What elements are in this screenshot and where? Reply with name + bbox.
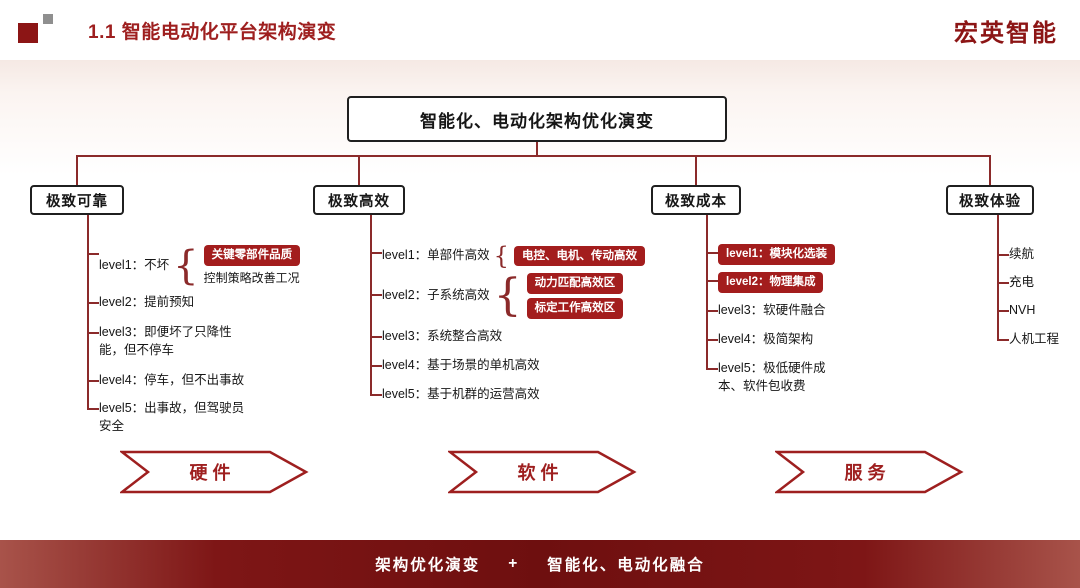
- tree-spine: [997, 215, 999, 340]
- level-item: level5：出事故，但驾驶员安全: [87, 400, 251, 435]
- level-item: level1：模块化选装: [706, 244, 835, 265]
- level-badge: 电控、电机、传动高效: [513, 245, 645, 267]
- level-text: 充电: [1009, 275, 1035, 289]
- banner-arrow-shape: [448, 450, 637, 494]
- banner-arrow-shape: [120, 450, 309, 494]
- brand-logo: 宏英智能: [954, 19, 1058, 47]
- logo-square-gray: [43, 14, 53, 24]
- page-title: 1.1 智能电动化平台架构演变: [88, 21, 337, 43]
- level-item: level2：提前预知: [86, 294, 195, 312]
- level-text: level4：极简架构: [718, 332, 814, 346]
- level-badge: level2：物理集成: [718, 272, 824, 293]
- tree-spine: [706, 215, 708, 369]
- level-badge: 关键零部件品质: [203, 245, 301, 267]
- banner-software: 软件: [448, 450, 638, 494]
- sub-stack: 动力匹配高效区 标定工作高效区: [526, 273, 624, 319]
- level-text: level3：系统整合高效: [382, 329, 503, 343]
- connector-drop-4: [989, 155, 991, 185]
- level-item: 充电: [996, 274, 1035, 292]
- level-text: level2：子系统高效: [382, 288, 490, 303]
- level-item: level5：极低硬件成本、软件包收费: [706, 360, 836, 395]
- level-item: level4：基于场景的单机高效: [370, 357, 540, 375]
- level-text: level2：提前预知: [99, 295, 195, 309]
- level-text: level3：即便坏了只降性能，但不停车: [99, 325, 232, 357]
- level-item: level2：子系统高效 动力匹配高效区 标定工作高效区: [369, 273, 624, 319]
- connector-drop-1: [76, 155, 78, 185]
- sub-text: 控制策略改善工况: [203, 271, 300, 286]
- brace: [494, 244, 509, 268]
- level-item: level3：系统整合高效: [369, 328, 503, 346]
- category-box-experience: 极致体验: [946, 185, 1034, 215]
- category-box-reliability: 极致可靠: [30, 185, 124, 215]
- level-item: level1：不坏 关键零部件品质 控制策略改善工况: [86, 245, 301, 287]
- level-badge: level1：模块化选装: [718, 244, 835, 265]
- logo-square-red: [18, 23, 38, 43]
- banner-label: 服务: [844, 463, 891, 483]
- level-text: level5：基于机群的运营高效: [382, 387, 540, 401]
- banner-service: 服务: [775, 450, 965, 494]
- connector-drop-3: [695, 155, 697, 185]
- level-item: level5：基于机群的运营高效: [370, 386, 540, 404]
- footer-right-text: 智能化、电动化融合: [547, 557, 705, 574]
- level-badge: 标定工作高效区: [526, 298, 624, 319]
- banner-label: 硬件: [189, 463, 236, 483]
- level-text: level5：出事故，但驾驶员安全: [99, 401, 245, 433]
- connector-drop-2: [358, 155, 360, 185]
- tree-spine: [87, 215, 89, 410]
- level-item: level2：物理集成: [705, 272, 824, 293]
- brace: [173, 245, 198, 287]
- level-item: 续航: [996, 246, 1035, 264]
- level-item: level3：软硬件融合: [706, 302, 826, 320]
- level-text: level5：极低硬件成本、软件包收费: [718, 361, 826, 393]
- category-box-cost: 极致成本: [651, 185, 741, 215]
- level-text: level4：停车，但不出事故: [99, 373, 245, 387]
- connector-horizontal: [76, 155, 991, 157]
- footer-left-text: 架构优化演变: [375, 557, 481, 574]
- footer-plus-text: +: [508, 555, 520, 572]
- level-badge: 动力匹配高效区: [526, 273, 624, 294]
- level-text: NVH: [1009, 303, 1036, 317]
- category-box-efficiency: 极致高效: [313, 185, 405, 215]
- diagram-area: 智能化、电动化架构优化演变 极致可靠 极致高效 极致成本 极致体验 level1…: [0, 60, 1080, 540]
- level-item: level4：停车，但不出事故: [86, 372, 245, 390]
- level-item: 人机工程: [996, 331, 1060, 349]
- level-text: 人机工程: [1009, 332, 1060, 346]
- root-node: 智能化、电动化架构优化演变: [347, 96, 727, 142]
- level-item: level3：即便坏了只降性能，但不停车: [87, 324, 251, 359]
- level-text: level1：不坏: [99, 258, 170, 273]
- level-text: 续航: [1009, 247, 1035, 261]
- header: 1.1 智能电动化平台架构演变 宏英智能: [0, 0, 1080, 60]
- tree-column-cost: level1：模块化选装 level2：物理集成 level3：软硬件融合 le…: [693, 215, 923, 395]
- tree-column-efficiency: level1：单部件高效 电控、电机、传动高效 level2：子系统高效 动力匹…: [357, 215, 657, 415]
- tree-spine: [370, 215, 372, 395]
- level-item: NVH: [996, 302, 1036, 320]
- level-item: level4：极简架构: [705, 331, 814, 349]
- tree-column-experience: 续航 充电 NVH 人机工程: [985, 215, 1080, 365]
- level-text: level4：基于场景的单机高效: [382, 358, 540, 372]
- footer-bar: 架构优化演变 + 智能化、电动化融合: [0, 540, 1080, 588]
- level-text: level3：软硬件融合: [718, 303, 826, 317]
- tree-column-reliability: level1：不坏 关键零部件品质 控制策略改善工况 level2：提前预知 l…: [75, 215, 335, 435]
- brace: [494, 273, 522, 319]
- level-item: level1：单部件高效 电控、电机、传动高效: [370, 244, 645, 268]
- banner-arrow-shape: [775, 450, 964, 494]
- banner-label: 软件: [517, 463, 564, 483]
- logo-squares-icon: [18, 10, 64, 50]
- connector-root-drop: [536, 142, 538, 155]
- banner-hardware: 硬件: [120, 450, 310, 494]
- level-text: level1：单部件高效: [382, 248, 490, 263]
- sub-stack: 关键零部件品质 控制策略改善工况: [203, 245, 301, 287]
